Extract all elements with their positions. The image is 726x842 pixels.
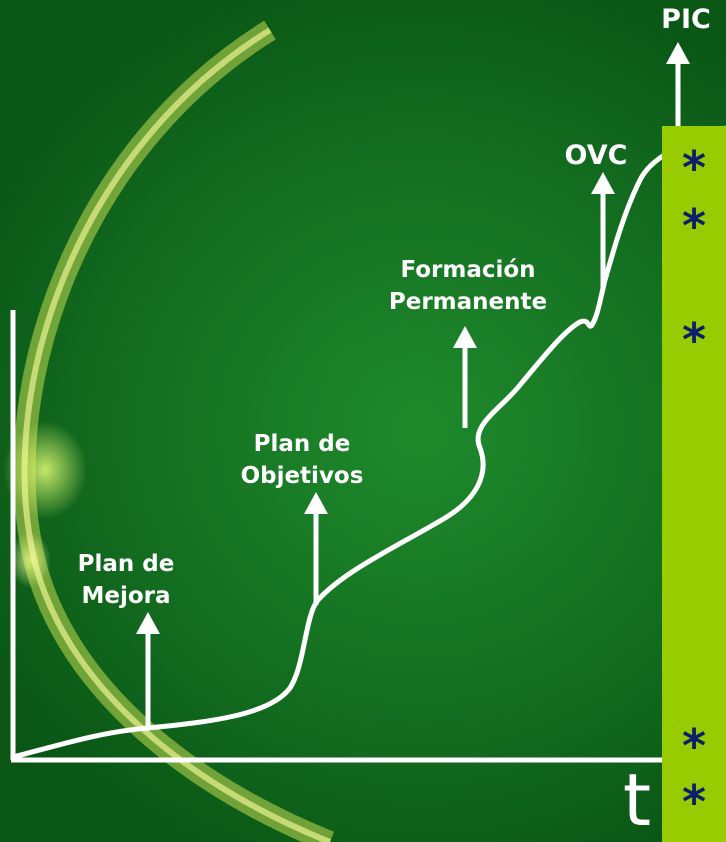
growth-curve — [10, 125, 726, 760]
label-pic: PIC — [661, 4, 711, 35]
label-formacion-permanente: Formación Permanente — [370, 254, 566, 318]
marker-star: * — [681, 199, 707, 253]
label-ovc: OVC — [564, 140, 628, 171]
label-line: Plan de — [77, 551, 175, 577]
label-line: Mejora — [81, 583, 171, 609]
marker-star: * — [681, 141, 707, 195]
arrow-ovc — [591, 172, 615, 290]
label-plan-objetivos: Plan de Objetivos — [224, 428, 380, 492]
label-line: Permanente — [388, 289, 548, 315]
label-plan-mejora: Plan de Mejora — [62, 548, 190, 612]
label-line: Objetivos — [240, 463, 364, 489]
x-axis-label: t — [622, 758, 652, 842]
solar-limb-arc-core — [21, 27, 332, 842]
arrow-plan-objetivos — [304, 492, 328, 605]
arrow-formacion — [453, 326, 477, 428]
marker-star: * — [681, 313, 707, 367]
side-panel — [662, 126, 726, 842]
arrow-plan-mejora — [136, 612, 160, 726]
label-line: Plan de — [253, 431, 351, 457]
marker-star: * — [681, 775, 707, 829]
label-line: Formación — [400, 257, 536, 283]
marker-star: * — [681, 719, 707, 773]
